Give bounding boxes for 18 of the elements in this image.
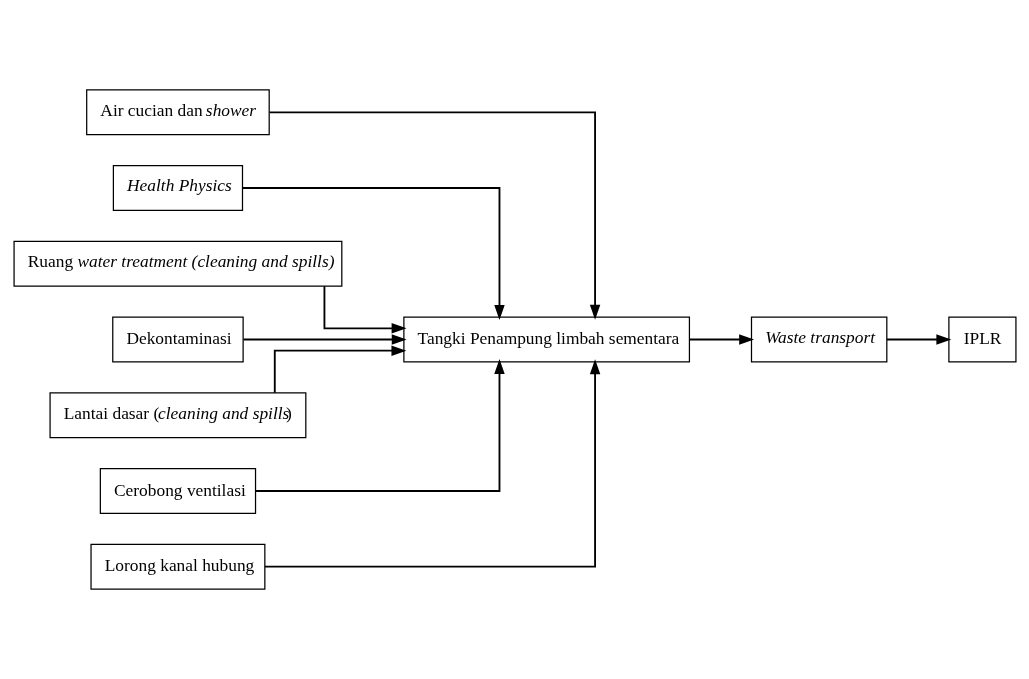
node-box: Waste transport	[750, 316, 887, 363]
arrow	[323, 285, 407, 334]
node-box: IPLR	[947, 316, 1017, 363]
node-box: Ruang water treatment (cleaning and spills)	[12, 240, 342, 287]
arrow	[273, 345, 406, 394]
arrow	[885, 334, 951, 345]
arrow	[254, 359, 505, 492]
node-box: Lorong kanal hubung	[89, 543, 265, 590]
arrow	[241, 187, 505, 320]
arrow	[268, 111, 600, 320]
arrow	[263, 359, 600, 568]
node-box: Cerobong ventilasi	[99, 468, 256, 514]
arrow	[688, 334, 754, 345]
node-box: Dekontaminasi	[111, 316, 244, 363]
node-box: Tangki Penampung limbah sementara	[402, 316, 690, 363]
node-box: Health Physics	[112, 165, 243, 211]
node-box: Air cucian dan shower	[85, 89, 270, 136]
arrow	[242, 334, 407, 345]
